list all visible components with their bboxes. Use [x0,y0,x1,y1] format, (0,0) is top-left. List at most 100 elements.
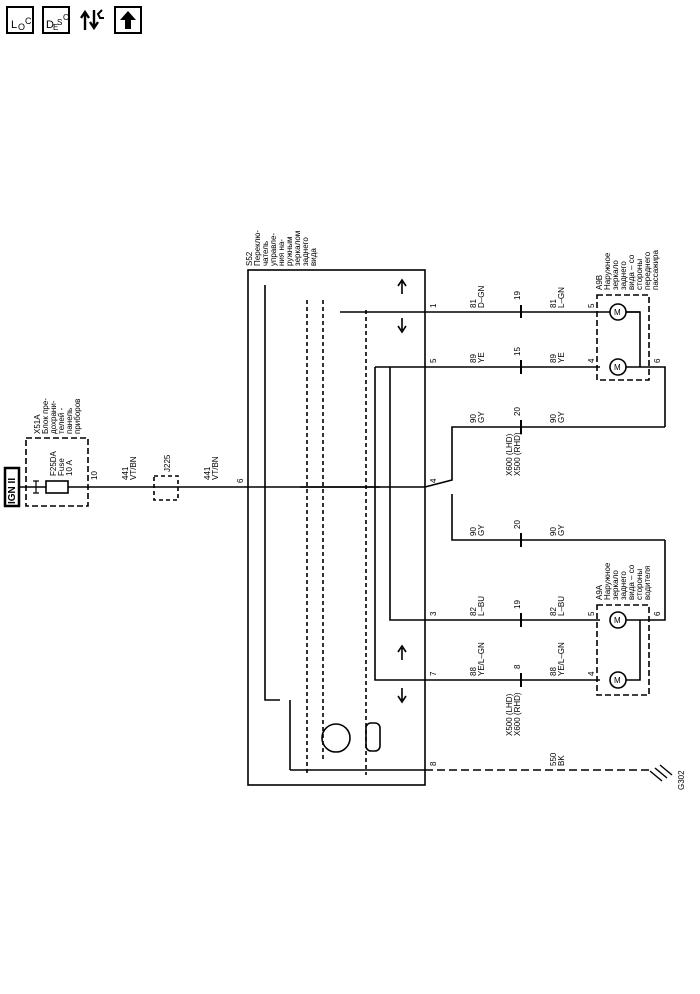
wire-label-line: L–BU [557,596,566,616]
diagnostic-tool-button[interactable] [78,6,106,34]
pin-8: 8 [429,761,438,766]
mirror-pin: 6 [653,358,662,363]
switch-desc-line: Переклю- [253,230,262,266]
mirror-desc-line: водителя [643,566,652,600]
switch-id: S52 [245,251,254,266]
wire-label-line: D–GN [477,286,486,308]
toolbar: L O C D E S C [6,6,142,34]
desc-letter-d: D [46,19,54,31]
wire-label-line: 441 [121,466,130,480]
wire-label-line: YE [477,352,486,363]
wire-label-line: VT/BN [129,456,138,480]
switch-box [247,269,426,786]
fuse-block-desc-line: дохрани- [49,400,58,434]
switch-desc-line: ружным [285,237,294,266]
conn-pin-8: 8 [513,664,522,669]
fuse-label-line: Fuse [57,458,66,476]
wire-label-line: 90 [549,527,558,536]
wire-label-line: 90 [469,414,478,423]
wire-label-line: L–BU [477,596,486,616]
switch-desc-line: вида [309,248,318,266]
switch-bus-left [264,285,280,701]
description-button[interactable]: D E S C [42,6,70,34]
wire-label-line: 550 [549,752,558,766]
wire-label-line: YE/L–GN [557,642,566,676]
fuse-block-desc-line: телей - [57,407,66,434]
fuse-label-line: 10 A [65,459,74,476]
motor-label: M [614,616,621,625]
conn-pin-20b: 20 [513,520,522,529]
switch-line-pin7 [374,367,425,681]
conn-pin-19b: 19 [513,600,522,609]
mirror-a9a-label: A9A Наружное зеркало заднего вида – со с… [595,562,652,600]
mirror-desc-line: зеркало [611,570,620,600]
fuse-label-line: F25DA [49,450,58,476]
fuse-pin: 10 [90,471,99,480]
wire-90-top-line [424,426,665,488]
mirror-desc-line: стороны [635,259,644,290]
connector-label-line: X500 (RHD) [513,432,522,476]
mirror-desc-line: Наружное [603,252,612,290]
pin-5: 5 [429,358,438,363]
fuse-label: F25DA Fuse 10 A [49,450,74,476]
wire-90-bottom-line [451,494,665,541]
pin-4: 4 [429,478,438,483]
loc-letter-l: L [11,19,18,31]
mirror-a9a-outline [596,604,650,696]
wire-label-line: 90 [549,414,558,423]
arrow-up-icon [120,11,136,29]
wire-label-line: 82 [549,607,558,616]
desc-letter-s: S [57,18,63,27]
wire-label-line: 81 [469,299,478,308]
wire-label-line: GY [477,411,486,423]
wire-label-line: VT/BN [211,456,220,480]
connector-label-line: X600 (LHD) [505,433,514,476]
desc-letter-c: C [63,13,69,22]
switch-pin-in: 6 [236,478,245,483]
mirror-desc-line: вида – со [627,564,636,600]
mirror-a9b-label: A9B Наружное зеркало заднего вида – со с… [595,250,660,291]
location-button[interactable]: L O C [6,6,34,34]
wire-label-line: 89 [469,354,478,363]
switch-label: S52 Переклю- чатель управле- ния на- руж… [245,230,318,266]
wire-label-line: 81 [549,299,558,308]
mirror-pin: 4 [587,671,596,676]
desc-letter-e: E [53,23,59,32]
arrows-wrench-icon [80,9,104,31]
wire-label-line: GY [557,524,566,536]
connector-label-line: X600 (RHD) [513,692,522,736]
fuse-block-label: X51A Блок пре- дохрани- телей - панель п… [33,398,82,434]
motor-label: M [614,308,621,317]
jumper-outline [153,475,179,501]
conn-pin-19a: 19 [513,291,522,300]
wire-label-line: 88 [549,667,558,676]
pin-1: 1 [429,303,438,308]
wire-label-line: GY [477,524,486,536]
mirror-pin: 5 [587,303,596,308]
mirror-pin: 4 [587,358,596,363]
wire-label-line: GY [557,411,566,423]
mirror-desc-line: стороны [635,569,644,600]
wire-441a-label: 441 VT/BN [121,456,138,480]
go-up-button[interactable] [114,6,142,34]
mirror-pin: 6 [653,611,662,616]
switch-desc-line: чатель [261,241,270,266]
switch-desc-line: управле- [269,233,278,266]
connector-label-line: X500 (LHD) [505,693,514,736]
fuse-block-outline [25,437,89,507]
wire-label-line: YE [557,352,566,363]
mirror-id: A9A [595,584,604,600]
mirror-desc-line: вида – со [627,254,636,290]
loc-letter-c: C [25,16,32,26]
